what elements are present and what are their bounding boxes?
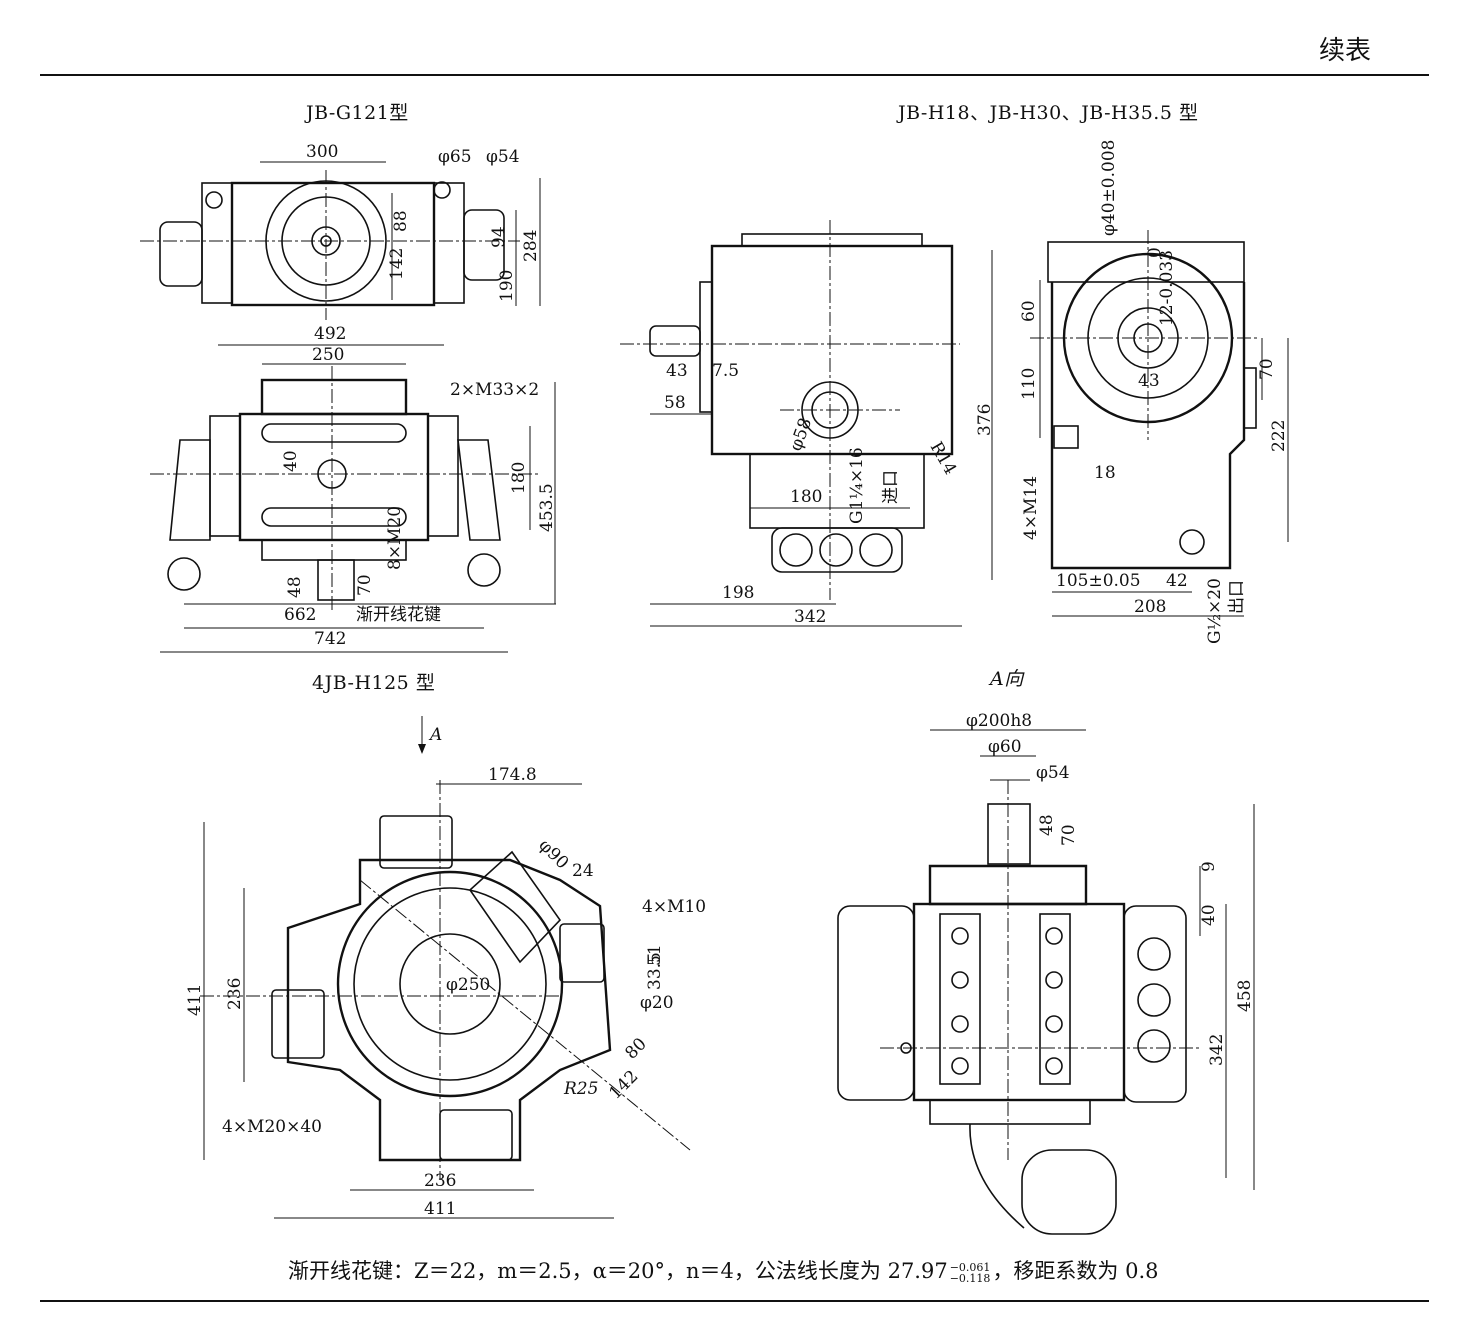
jbh18-dim: φ40±0.008: [1099, 140, 1119, 236]
jbg121-dim: 88: [391, 210, 411, 232]
jbg121-dim: 180: [509, 462, 529, 494]
jbg121-dim: 742: [314, 629, 346, 649]
jbh18-dim: φ58: [786, 415, 816, 453]
bottom-rule: [40, 1300, 1429, 1302]
aview-title: A向: [990, 668, 1024, 690]
jbg121-dim: 190: [497, 270, 517, 302]
jbh18-dim: 180: [790, 487, 822, 507]
jbh18-dim: G1¼×16: [847, 447, 867, 524]
jbh18-dim: 进口: [881, 470, 901, 504]
top-rule: [40, 74, 1429, 76]
aview-dim: 342: [1207, 1034, 1227, 1066]
aview-dim: φ200h8: [966, 711, 1032, 731]
jbg121-dim: 662: [284, 605, 316, 625]
jbg121-top-view: [140, 161, 541, 320]
jbg121-dim: 284: [521, 230, 541, 262]
h125-dim: φ90: [534, 835, 572, 873]
jbg121-title: JB-G121型: [306, 102, 409, 124]
h125-dim: 142: [605, 1066, 642, 1103]
jbh18-dim: G½×20: [1205, 578, 1225, 644]
h125-title: 4JB-H125 型: [312, 672, 436, 694]
h125-dim: 4×M10: [642, 897, 706, 917]
aview-dim: 48: [1037, 814, 1057, 836]
h125-dim: 174.8: [488, 765, 537, 785]
jbg121-dim: 250: [312, 345, 344, 365]
jbg121-dim: 渐开线花键: [356, 605, 441, 625]
h125-dim: 411: [424, 1199, 456, 1219]
jbg121-dim: φ54: [486, 147, 520, 167]
jbg121-dim: 492: [314, 324, 346, 344]
jbh18-dim: 58: [664, 393, 686, 413]
jbg121-dim: 142: [387, 248, 407, 280]
aview-dim: 9: [1199, 861, 1219, 872]
aview-dim: φ60: [988, 737, 1022, 757]
h125-dim: 51: [645, 944, 665, 966]
continued-table-label: 续表: [1318, 36, 1371, 66]
tolerance-upper: −0.061: [949, 1260, 991, 1274]
jbh18-dim: 18: [1094, 463, 1116, 483]
h125-dim: φ20: [640, 993, 674, 1013]
jbg121-dim: 40: [281, 450, 301, 472]
jbg121-dim: 94: [489, 226, 509, 248]
jbh18-dim: 376: [975, 404, 995, 436]
aview-dim: 458: [1235, 980, 1255, 1012]
jbh18-dim: 198: [722, 583, 754, 603]
jbh18-dim: 60: [1019, 300, 1039, 322]
jbh18-dim: 7.5: [712, 361, 739, 381]
aview-dim: φ54: [1036, 763, 1070, 783]
jbg121-dim: 300: [306, 142, 338, 162]
jbg121-dim: 453.5: [537, 483, 557, 532]
h125-dim: 411: [185, 984, 205, 1016]
jbh18-dim: 0: [1145, 247, 1165, 258]
tolerance-lower: −0.118: [949, 1271, 991, 1285]
h125-dim: 80: [621, 1034, 650, 1063]
h125-dim: 33.5: [645, 952, 665, 990]
jbg121-front-view: [150, 344, 556, 653]
h125-dim: φ250: [446, 975, 490, 995]
jbh18-dim: 342: [794, 607, 826, 627]
jbh18-dim: 43: [1138, 371, 1160, 391]
aview-view: [837, 729, 1255, 1235]
jbh18-side-view: [1030, 230, 1289, 617]
jbh18-dim: 105±0.05: [1056, 571, 1141, 591]
jbh18-dim: 4×M14: [1021, 476, 1041, 540]
jbg121-dim: 70: [355, 574, 375, 596]
aview-dim: 70: [1059, 824, 1079, 846]
footnote: 渐开线花键：Z＝22，m＝2.5，α＝20°，n＝4，公法线长度为 27.97−…: [288, 1255, 1159, 1285]
footnote-tolerance: −0.061−0.118: [950, 1262, 991, 1284]
jbh18-dim: 43: [666, 361, 688, 381]
h125-view: [200, 716, 691, 1219]
jbh18-dim: 208: [1134, 597, 1166, 617]
jbh18-dim: 70: [1257, 358, 1277, 380]
jbh18-dim: 42: [1166, 571, 1188, 591]
jbg121-dim: 48: [285, 576, 305, 598]
jbh18-dim: 出口: [1227, 580, 1247, 614]
jbh18-front-view: [620, 220, 993, 627]
jbh18-dim: 110: [1019, 368, 1039, 400]
aview-dim: 40: [1199, 904, 1219, 926]
h125-dim: 236: [225, 978, 245, 1010]
h125-dim: 4×M20×40: [222, 1117, 322, 1137]
h125-dim: 236: [424, 1171, 456, 1191]
jbh18-dim: R14: [926, 439, 961, 479]
footnote-text-after: ，移距系数为 0.8: [992, 1259, 1159, 1283]
jbg121-dim: 2×M33×2: [450, 380, 539, 400]
jbg121-dim: φ65: [438, 147, 472, 167]
jbh18-title: JB-H18、JB-H30、JB-H35.5 型: [898, 102, 1199, 124]
jbh18-dim: 222: [1269, 420, 1289, 452]
jbh18-dim: 12-0.033: [1157, 250, 1177, 326]
h125-dim: 24: [572, 861, 594, 881]
h125-dim: R25: [563, 1079, 598, 1099]
jbg121-dim: 8×M20: [385, 506, 405, 570]
h125-view-arrow-label: A: [428, 725, 442, 745]
footnote-text-before: 渐开线花键：Z＝22，m＝2.5，α＝20°，n＝4，公法线长度为 27.97: [288, 1259, 948, 1283]
